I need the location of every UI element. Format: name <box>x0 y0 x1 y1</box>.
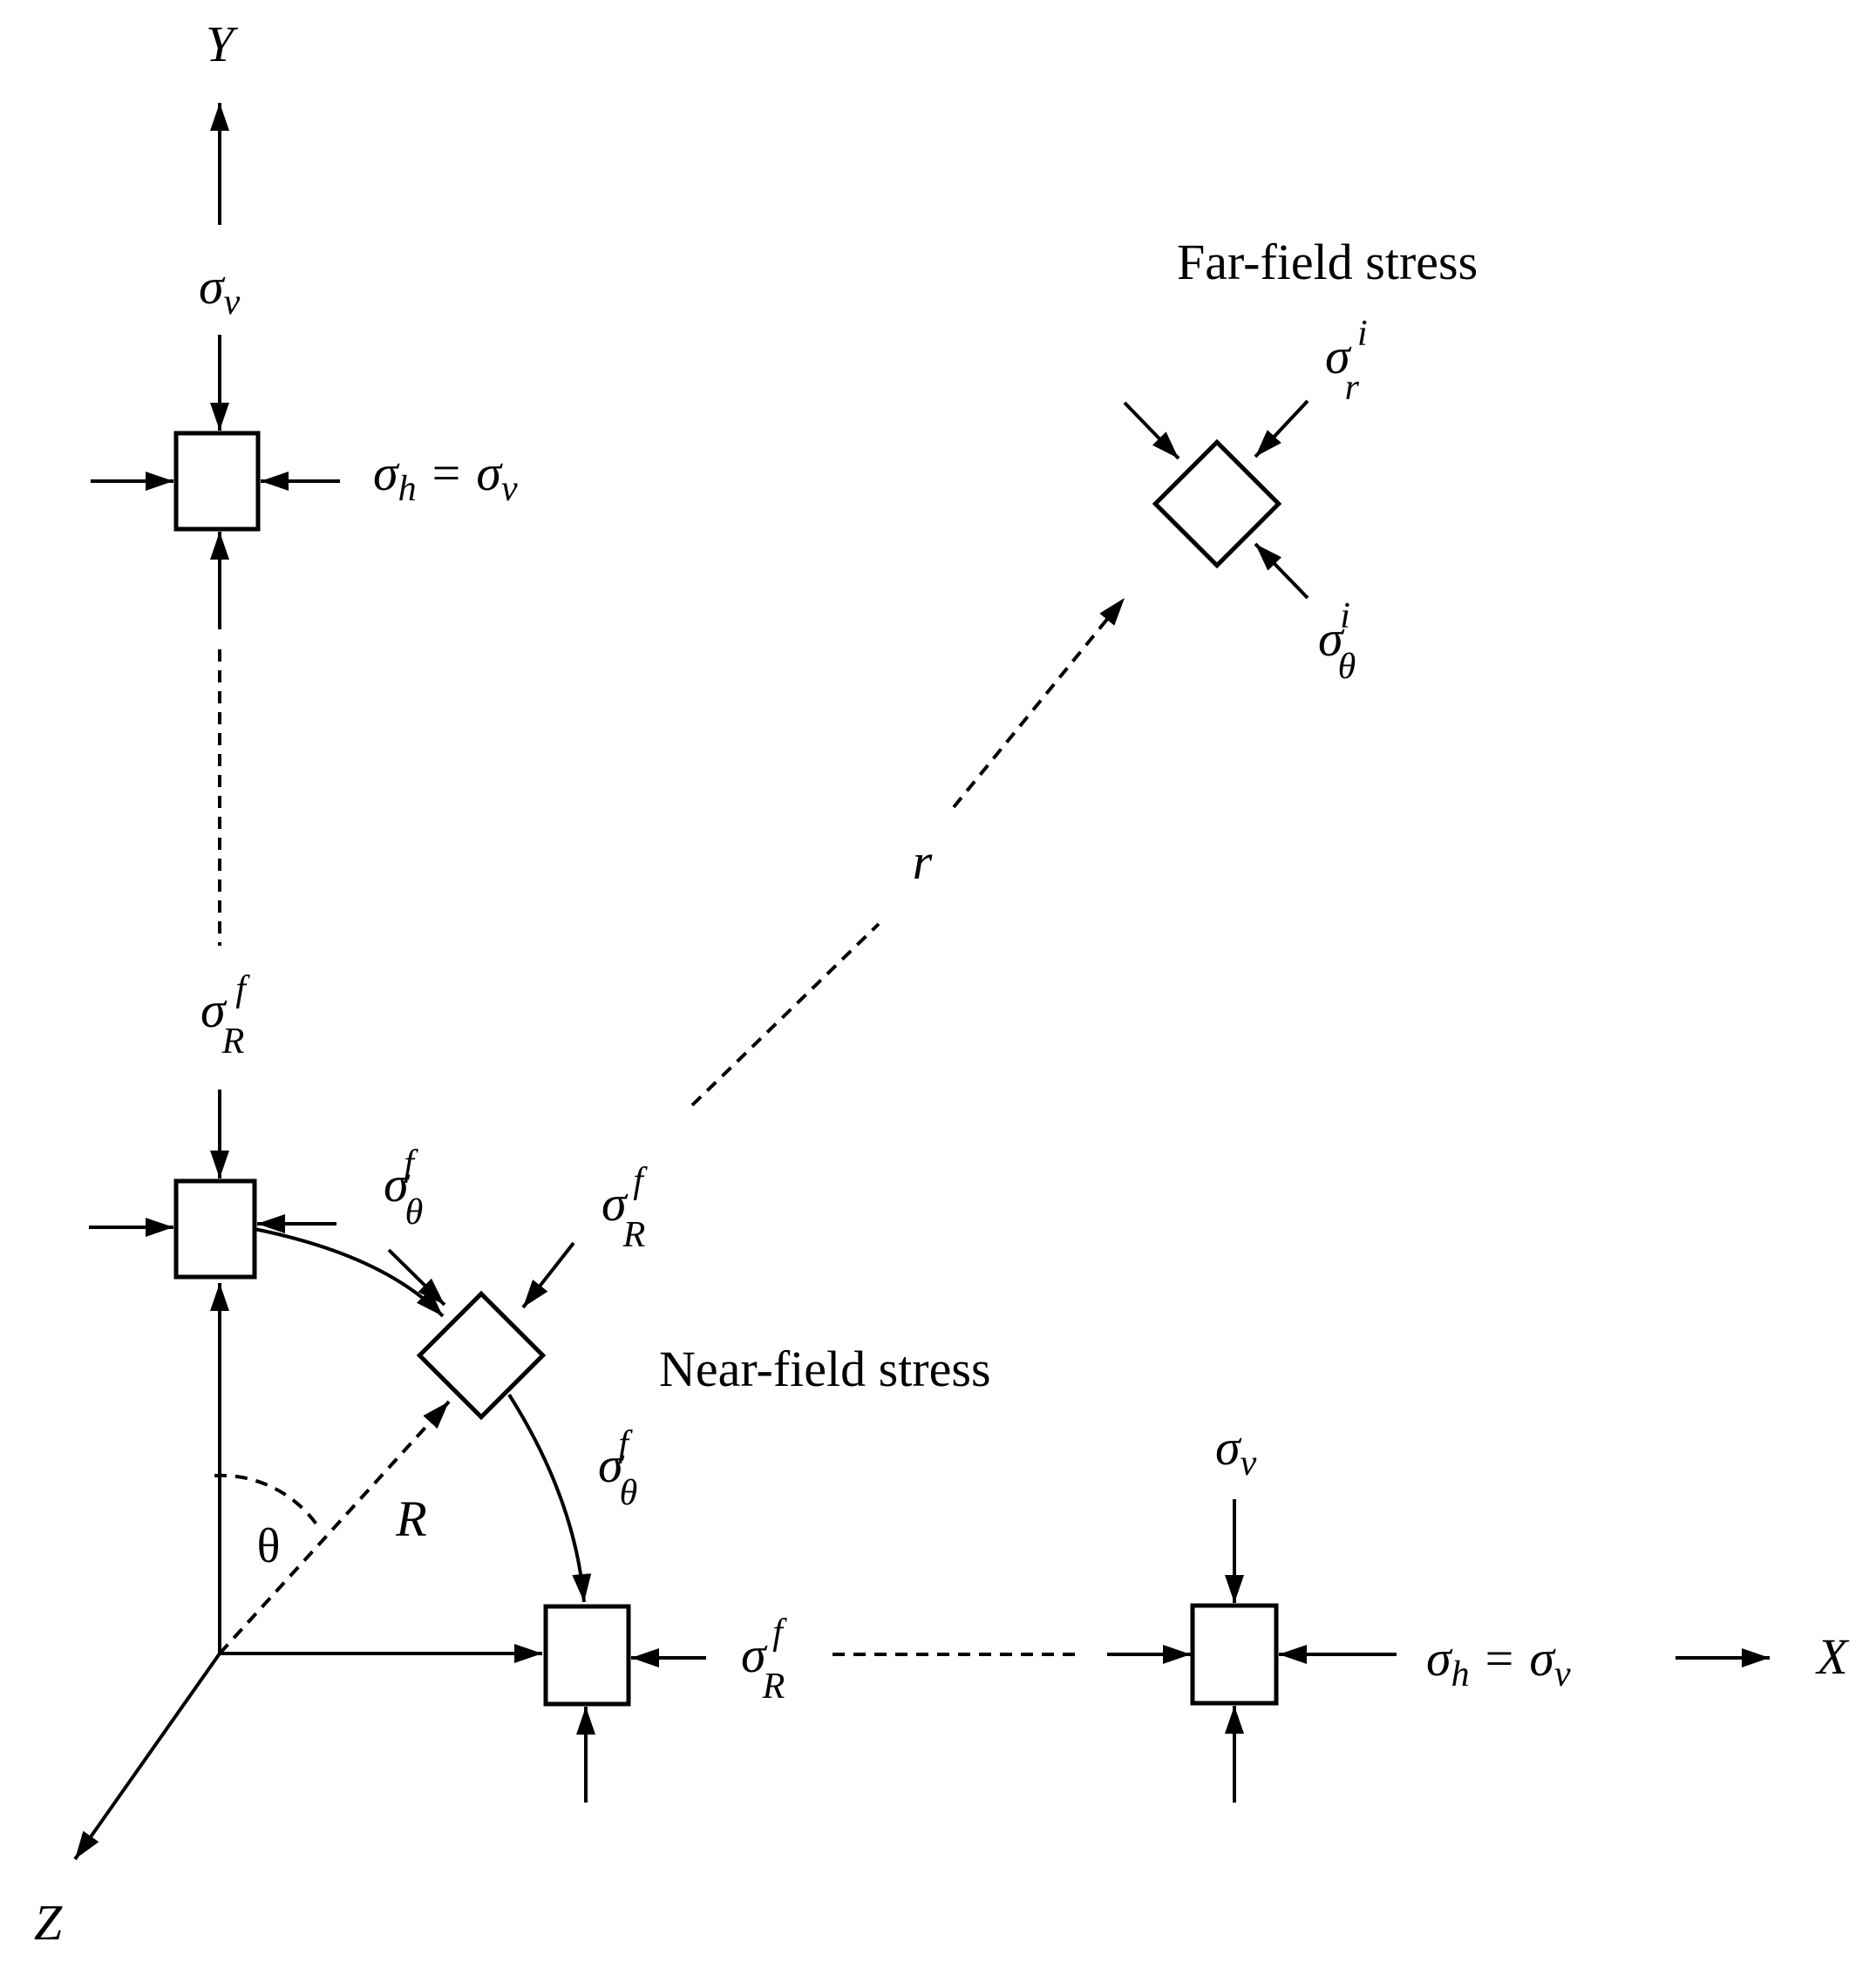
stress-element-square <box>173 431 261 532</box>
radius-R-line <box>218 1400 451 1655</box>
sigma-h-eq-sigma-v-label-top: σh=σv <box>373 445 518 509</box>
dashed-r-lower <box>690 922 880 1107</box>
axis-y: Y <box>206 16 239 225</box>
stress-element-square <box>173 1178 257 1280</box>
sigma-v-label-right: σv <box>1215 1419 1257 1484</box>
sigma-theta-f-label-lower: σθf <box>598 1424 637 1513</box>
axis-z: Z <box>34 1652 221 1951</box>
radius-r-label: r <box>913 833 933 890</box>
theta-label: θ <box>257 1519 281 1573</box>
radius-R-label: R <box>395 1490 426 1547</box>
arrow-R-upper <box>521 1241 575 1309</box>
arrow-theta-upper <box>387 1248 446 1307</box>
z-axis-arrow <box>73 1652 221 1861</box>
sigma-theta-f-label-upper: σθf <box>384 1144 423 1232</box>
far-stress-box-y: σv σh=σv <box>91 258 518 629</box>
arc-diamond-to-right <box>507 1393 592 1603</box>
stress-element-diamond <box>416 1290 547 1421</box>
stress-element-diamond <box>1152 438 1282 569</box>
far-stress-box-x: σv σh=σv <box>1190 1419 1571 1803</box>
y-axis-label: Y <box>206 16 239 72</box>
z-axis-label: Z <box>34 1894 63 1951</box>
near-field-title: Near-field stress <box>659 1341 991 1397</box>
sigma-h-eq-sigma-v-label-right: σh=σv <box>1426 1630 1571 1694</box>
sigma-v-label-top: σv <box>199 258 241 323</box>
dashed-r-upper <box>952 596 1126 809</box>
arrow-upper-right <box>1254 399 1309 458</box>
arrow-upper-left <box>1123 401 1180 460</box>
stress-element-square <box>1190 1603 1279 1706</box>
stress-element-square <box>543 1604 631 1707</box>
theta-arc <box>214 1473 321 1530</box>
arrow-lower-right <box>1254 542 1309 600</box>
arc-top-to-diamond <box>254 1227 445 1318</box>
axis-x: X <box>1675 1628 1850 1685</box>
far-field-title: Far-field stress <box>1177 234 1478 290</box>
x-axis-label: X <box>1815 1628 1850 1685</box>
sigma-theta-i-label: σθi <box>1318 596 1356 687</box>
